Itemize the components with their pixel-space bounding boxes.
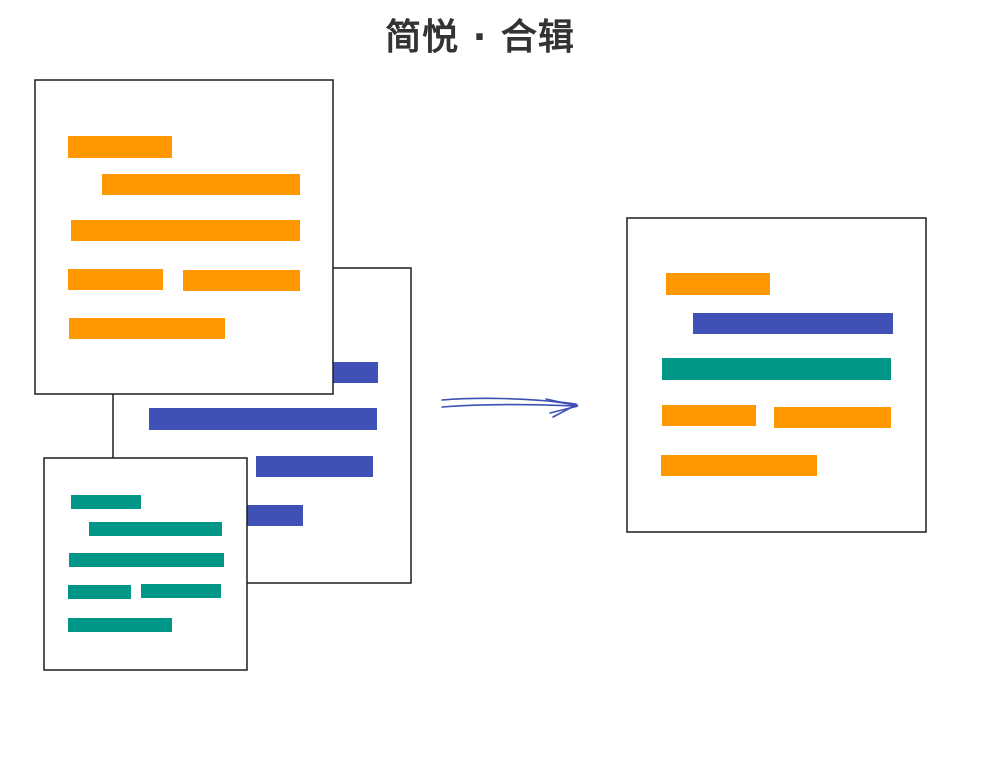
blue-line-4 [240, 505, 303, 526]
merged-line-5 [661, 455, 817, 476]
merged-line-4a [662, 405, 756, 426]
teal-line-4b [141, 584, 221, 598]
merged-line-1 [666, 273, 770, 295]
teal-line-3 [69, 553, 224, 567]
merged-result-page [626, 217, 927, 533]
orange-line-4a [68, 269, 163, 290]
page-title: 简悦 · 合辑 [385, 17, 575, 58]
orange-line-4b [183, 270, 300, 291]
orange-line-1 [68, 136, 172, 158]
orange-line-2 [102, 174, 300, 195]
orange-line-3 [71, 220, 300, 241]
merged-line-3 [662, 358, 891, 380]
teal-line-2 [89, 522, 222, 536]
merge-arrow [441, 397, 579, 418]
teal-line-1 [71, 495, 141, 509]
orange-source-page [34, 79, 334, 395]
teal-source-page [43, 457, 248, 671]
teal-line-4a [68, 585, 131, 599]
teal-line-5 [68, 618, 172, 632]
blue-line-2 [149, 408, 377, 430]
blue-line-3 [256, 456, 373, 477]
merged-line-4b [774, 407, 891, 428]
orange-line-5 [69, 318, 225, 339]
blue-line-1 [320, 362, 378, 383]
merged-line-2 [693, 313, 893, 334]
